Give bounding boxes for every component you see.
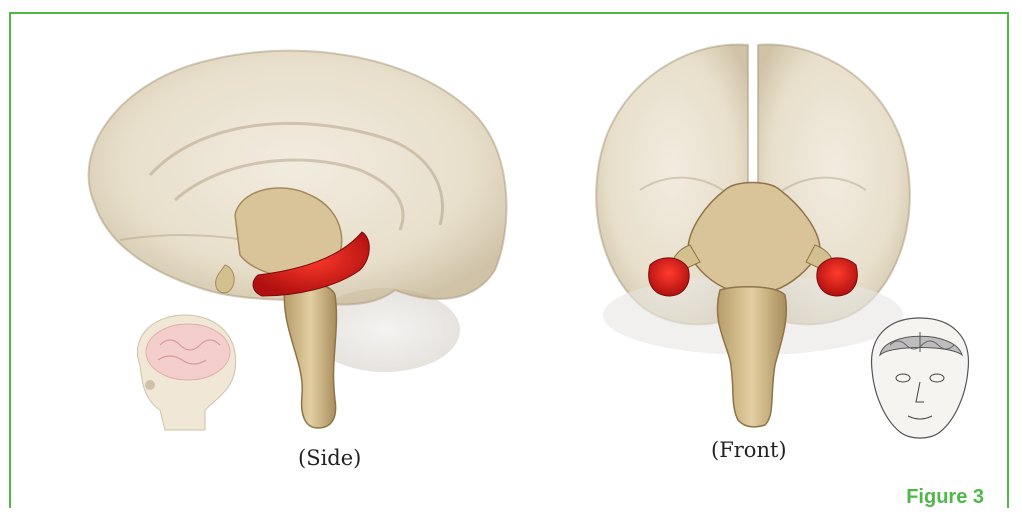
skull-side-icon: [137, 315, 235, 430]
brainstem-side: [284, 282, 336, 428]
highlight-region-front-right: [817, 258, 857, 296]
face-front-icon: [872, 318, 969, 438]
front-view-brain: [596, 44, 968, 438]
side-view-brain: [89, 51, 507, 430]
side-view-caption: (Side): [298, 446, 361, 470]
brainstem-front: [717, 287, 786, 427]
highlight-region-front-left: [649, 258, 689, 296]
front-view-caption: (Front): [711, 438, 787, 462]
figure-label: Figure 3: [906, 486, 984, 509]
